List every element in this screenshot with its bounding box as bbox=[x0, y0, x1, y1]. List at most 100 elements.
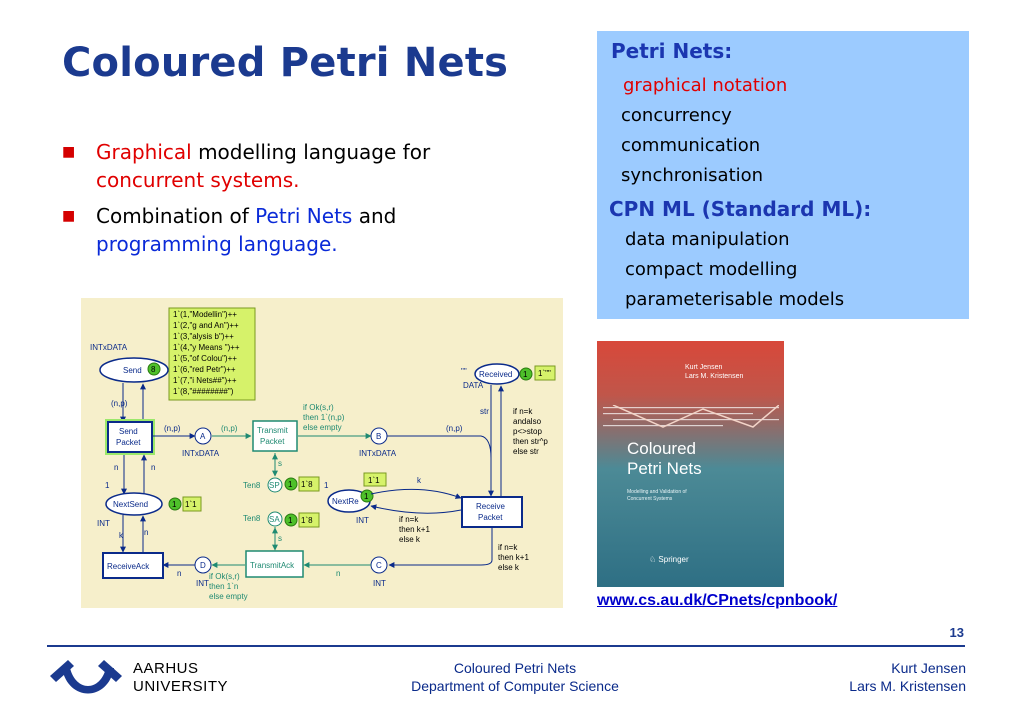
colour-set-label: DATA bbox=[463, 381, 484, 390]
arc-expression: if n=k bbox=[498, 543, 518, 552]
initial-marking-box bbox=[168, 307, 256, 401]
panel-item: synchronisation bbox=[621, 165, 764, 186]
arc-label: n bbox=[144, 528, 148, 537]
guard-label: else empty bbox=[209, 592, 248, 601]
aarhus-university-logo-icon bbox=[50, 660, 122, 694]
colour-set-label: Ten8 bbox=[243, 481, 261, 490]
arc-label: str bbox=[480, 407, 489, 416]
transition-label: Packet bbox=[260, 437, 285, 446]
arc-label: s bbox=[278, 534, 282, 543]
enabled-highlight bbox=[105, 419, 155, 455]
guard-label: then 1`(n,p) bbox=[303, 413, 345, 422]
book-publisher: ♘ Springer bbox=[649, 555, 689, 564]
place-a bbox=[194, 427, 212, 445]
token-count-label: 8 bbox=[151, 365, 156, 374]
panel-item: parameterisable models bbox=[625, 289, 845, 310]
transition-label: Packet bbox=[116, 438, 141, 447]
guard-label: then 1`n bbox=[209, 582, 238, 591]
cpn-diagram-svg: 1`(1,"Modellin")++ 1`(2,"g and An")++ 1`… bbox=[90, 307, 556, 601]
place-label: D bbox=[200, 561, 206, 570]
colour-set-label: INTxDATA bbox=[359, 449, 397, 458]
marking-line: 1`(1,"Modellin")++ bbox=[173, 310, 237, 319]
bullet-text-blue: programming language. bbox=[96, 232, 338, 256]
transition-transmit-packet bbox=[252, 420, 298, 452]
transition-send-packet bbox=[107, 421, 153, 453]
transition-label: Send bbox=[119, 427, 138, 436]
book-link[interactable]: www.cs.au.dk/CPnets/cpnbook/ bbox=[597, 592, 838, 609]
marking-label: 1`8 bbox=[301, 516, 313, 525]
arc-label: n bbox=[114, 463, 118, 472]
transition-label: Receive bbox=[476, 502, 505, 511]
bullet-text: modelling language for bbox=[191, 140, 431, 164]
place-label: B bbox=[376, 432, 381, 441]
arc-label: (n,p) bbox=[221, 424, 238, 433]
panel-heading-petri: Petri Nets: bbox=[611, 39, 733, 63]
bullet-item: ■ Graphical modelling language for concu… bbox=[62, 138, 542, 194]
marking-line: 1`(7,"i Nets##")++ bbox=[173, 376, 237, 385]
panel-heading-cpnml: CPN ML (Standard ML): bbox=[609, 197, 872, 221]
arc-expression: andalso bbox=[513, 417, 542, 426]
panel-item: concurrency bbox=[621, 105, 732, 126]
marking-box bbox=[298, 476, 320, 492]
transition-label: Packet bbox=[478, 513, 503, 522]
arc-label: k bbox=[417, 476, 422, 485]
marking-line: 1`(5,"of Colou")++ bbox=[173, 354, 237, 363]
marking-line: 1`(6,"red Petr")++ bbox=[173, 365, 236, 374]
place-nextsend bbox=[105, 492, 163, 516]
transition-label: TransmitAck bbox=[250, 561, 295, 570]
page-number: 13 bbox=[949, 625, 964, 640]
panel-item: data manipulation bbox=[625, 229, 790, 250]
arc-expression: else k bbox=[498, 563, 520, 572]
arc-label: n bbox=[151, 463, 155, 472]
place-label: SP bbox=[269, 481, 280, 490]
token-count-label: 1 bbox=[364, 492, 369, 501]
colour-set-label: INT bbox=[97, 519, 110, 528]
bullet-text: Combination of bbox=[96, 204, 256, 228]
marking-line: 1`(4,"y Means ")++ bbox=[173, 343, 240, 352]
cpn-diagram: 1`(1,"Modellin")++ 1`(2,"g and An")++ 1`… bbox=[81, 298, 563, 608]
arc-expression: then k+1 bbox=[498, 553, 529, 562]
marking-box bbox=[363, 472, 387, 487]
transition-label: Transmit bbox=[257, 426, 289, 435]
arc-expression: then k+1 bbox=[399, 525, 430, 534]
arc-label: (n,p) bbox=[164, 424, 181, 433]
token-count bbox=[360, 489, 374, 503]
place-label: Send bbox=[123, 366, 142, 375]
slide-title: Coloured Petri Nets bbox=[62, 40, 509, 86]
guard-label: if Ok(s,r) bbox=[209, 572, 240, 581]
bullet-list: ■ Graphical modelling language for concu… bbox=[62, 138, 542, 266]
arc-label: s bbox=[278, 459, 282, 468]
place-label: C bbox=[376, 561, 382, 570]
marking-label: 1`1 bbox=[368, 476, 380, 485]
marking-line: 1`(3,"alysis b")++ bbox=[173, 332, 234, 341]
transition-receive-packet bbox=[461, 496, 523, 528]
token-count bbox=[147, 362, 161, 376]
marking-box bbox=[182, 496, 202, 512]
token-count bbox=[519, 367, 533, 381]
arc-expression: p<>stop bbox=[513, 427, 542, 436]
marking-label: 1`"" bbox=[538, 369, 551, 378]
place-label: Received bbox=[479, 370, 512, 379]
place-label: NextRe bbox=[332, 497, 359, 506]
token-count-label: 1 bbox=[288, 516, 293, 525]
place-sp bbox=[267, 477, 283, 493]
guard-label: else empty bbox=[303, 423, 342, 432]
colour-set-label: Ten8 bbox=[243, 514, 261, 523]
colour-set-label: INTxDATA bbox=[90, 343, 128, 352]
token-count-label: 1 bbox=[172, 500, 177, 509]
footer-divider bbox=[47, 645, 965, 647]
token-count bbox=[168, 497, 182, 511]
arc-label: n bbox=[177, 569, 181, 578]
arc-label: (n,p) bbox=[446, 424, 463, 433]
bullet-item: ■ Combination of Petri Nets and programm… bbox=[62, 202, 542, 258]
marking-box bbox=[298, 512, 320, 528]
transition-transmitack bbox=[245, 550, 304, 578]
colour-set-label: INT bbox=[196, 579, 209, 588]
marking-line: 1`(2,"g and An")++ bbox=[173, 321, 239, 330]
guard-label: if Ok(s,r) bbox=[303, 403, 334, 412]
token-count bbox=[284, 477, 298, 491]
